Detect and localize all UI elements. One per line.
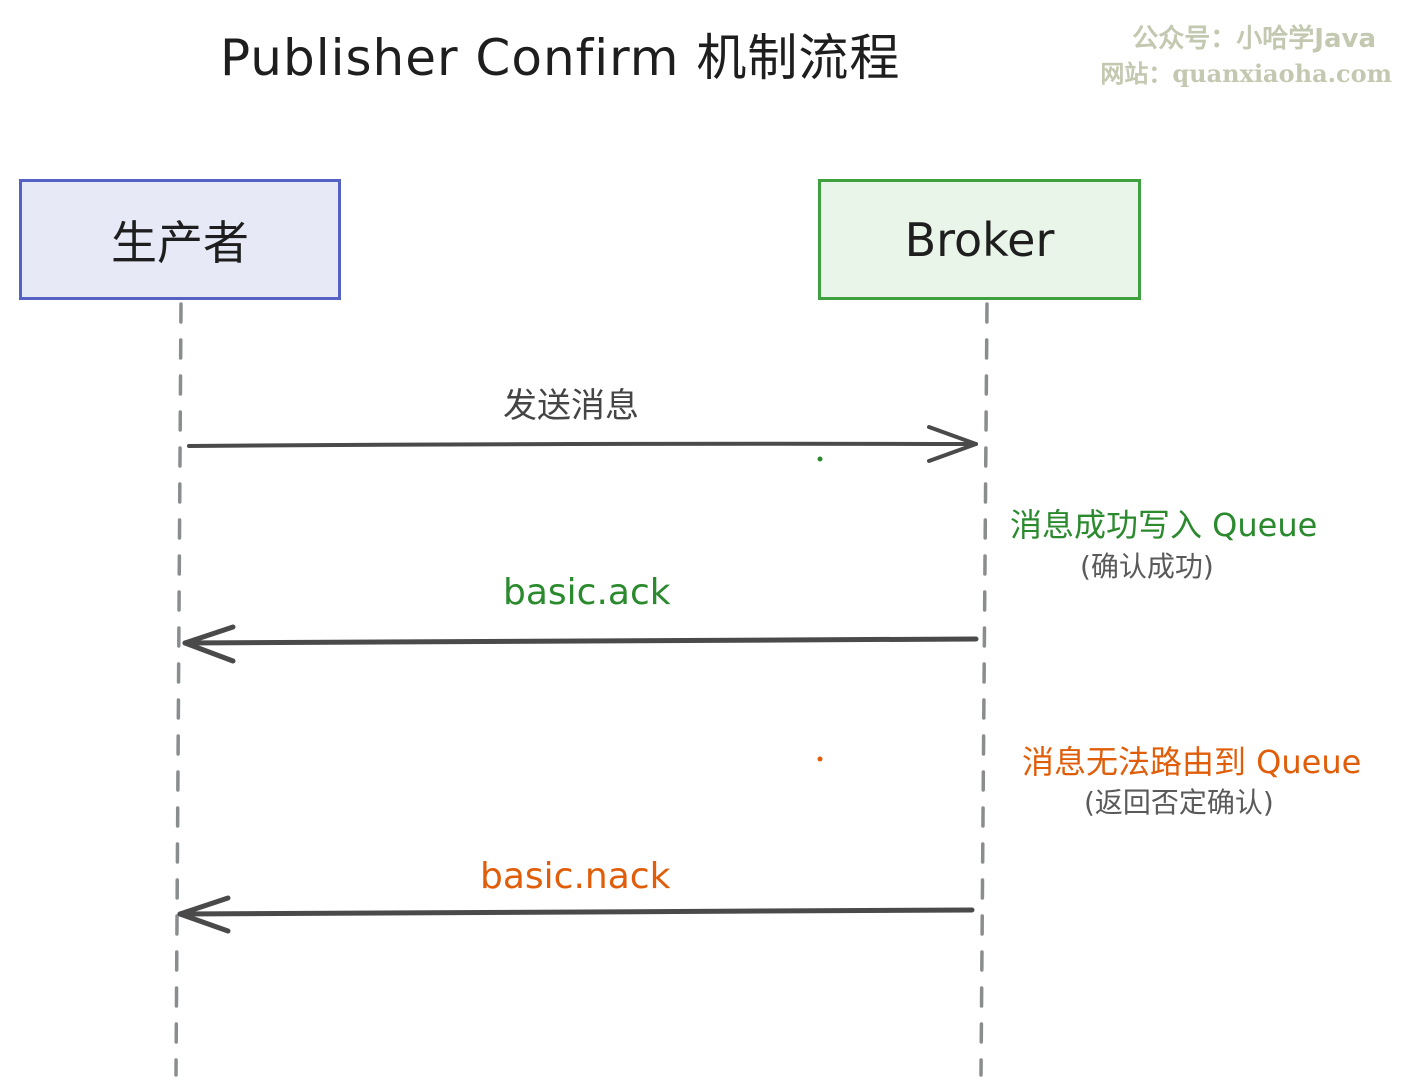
success-note-title: 消息成功写入 Queue — [1010, 506, 1318, 544]
send-message-label: 发送消息 — [503, 386, 639, 426]
broker-actor-label: Broker — [904, 212, 1055, 267]
ack-label: basic.ack — [503, 572, 671, 613]
broker-actor-box: Broker — [818, 179, 1141, 300]
failure-note-subtitle: (返回否定确认) — [1084, 786, 1274, 819]
nack-arrow — [177, 895, 975, 934]
diagram-title: Publisher Confirm 机制流程 — [220, 29, 901, 87]
watermark-website: 网站：quanxiaoha.com — [1100, 59, 1392, 88]
ack-arrow — [182, 624, 979, 664]
producer-actor-label: 生产者 — [111, 215, 249, 270]
send-message-arrow — [187, 425, 978, 463]
producer-actor-box: 生产者 — [19, 179, 341, 300]
nack-label: basic.nack — [480, 856, 671, 897]
watermark-account: 公众号：小哈学Java — [1132, 24, 1376, 54]
stray-dot-green — [817, 456, 823, 462]
failure-note-title: 消息无法路由到 Queue — [1022, 743, 1362, 781]
stray-dot-orange — [817, 756, 823, 762]
success-note-subtitle: (确认成功) — [1080, 550, 1214, 583]
broker-lifeline — [979, 302, 989, 1077]
producer-lifeline — [174, 302, 183, 1077]
